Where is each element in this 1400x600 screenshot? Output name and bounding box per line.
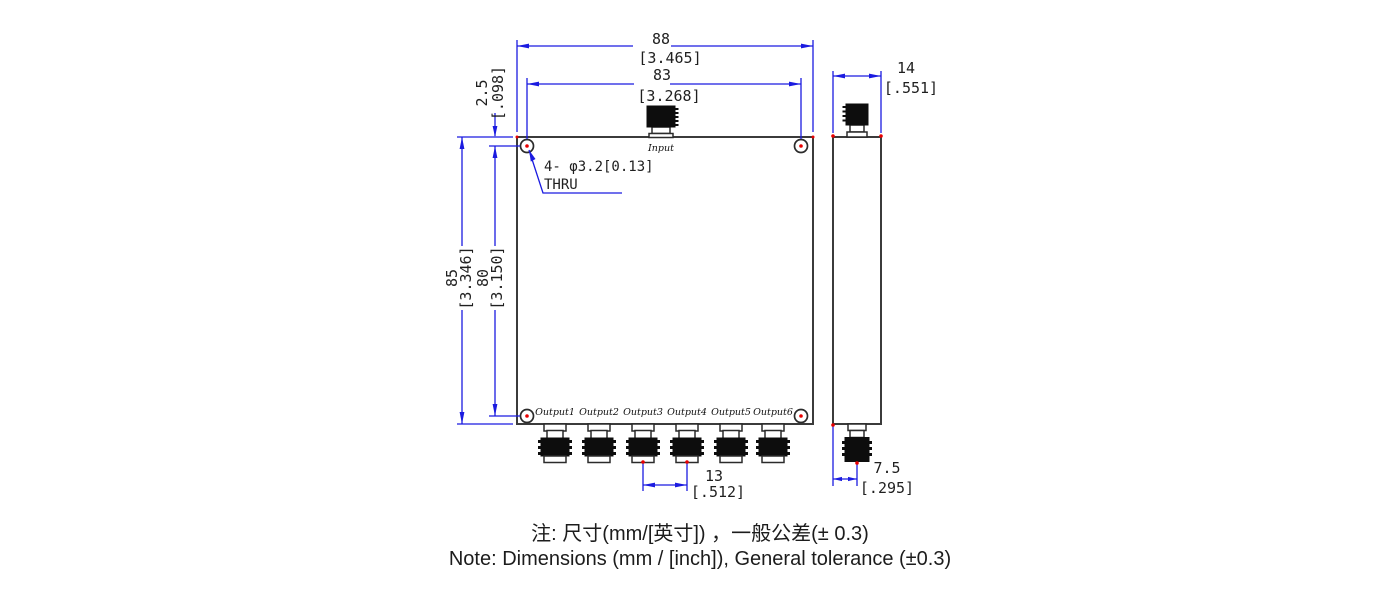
- dim-overall-width: 88 [3.465]: [516, 30, 814, 132]
- output3-label: Output3: [623, 407, 663, 418]
- side-input-connector-icon: [842, 103, 869, 138]
- left-extension-lines: [457, 136, 520, 425]
- dim-offset-mm: 2.5: [473, 79, 491, 106]
- output-connector-5: [714, 423, 748, 464]
- dim-hole-edge-offset: 2.5 [.098]: [473, 66, 507, 137]
- output-connector-6: [756, 423, 790, 464]
- hole-note-line1: 4- φ3.2[0.13]: [544, 159, 654, 175]
- dim-pitch-mm: 13: [705, 467, 723, 485]
- dim-width-inch: [3.465]: [638, 49, 701, 67]
- dim-height-inch: [3.346]: [457, 246, 475, 309]
- output-connectors: [538, 423, 790, 464]
- note-zh: 注: 尺寸(mm/[英寸]) ，一般公差(± 0.3): [531, 522, 869, 545]
- dim-hole-span-y-inch: [3.150]: [488, 246, 506, 309]
- dim-side-offset-inch: [.295]: [860, 479, 914, 497]
- dim-hole-span-x: 83 [3.268]: [526, 66, 802, 139]
- output4-label: Output4: [667, 407, 707, 418]
- dim-body-depth: 14 [.551]: [831, 59, 938, 138]
- hole-note-line2: THRU: [544, 177, 578, 193]
- dim-offset-inch: [.098]: [489, 66, 507, 120]
- output-connector-4: [670, 423, 704, 464]
- side-view: [832, 103, 882, 462]
- side-output-connector-icon: [842, 423, 872, 462]
- dim-hole-span-x-inch: [3.268]: [637, 87, 700, 105]
- dim-depth-mm: 14: [897, 59, 915, 77]
- dim-depth-inch: [.551]: [884, 79, 938, 97]
- output6-label: Output6: [753, 407, 793, 418]
- output2-label: Output2: [579, 407, 619, 418]
- dim-side-port-offset: 7.5 [.295]: [831, 423, 914, 497]
- output5-label: Output5: [711, 407, 751, 418]
- dim-hole-span-y-mm: 80: [474, 269, 492, 287]
- dim-pitch-inch: [.512]: [691, 483, 745, 501]
- note-en: Note: Dimensions (mm / [inch]), General …: [449, 548, 951, 570]
- input-label: Input: [647, 143, 674, 154]
- output-labels: Output1 Output2 Output3 Output4 Output5 …: [535, 407, 793, 418]
- side-body-outline: [832, 136, 882, 425]
- notes: 注: 尺寸(mm/[英寸]) ，一般公差(± 0.3) Note: Dimens…: [449, 522, 951, 570]
- output1-label: Output1: [535, 407, 575, 418]
- front-view: Input: [516, 105, 814, 464]
- dim-side-offset-mm: 7.5: [873, 459, 900, 477]
- reference-marks: [515, 135, 815, 139]
- dim-output-pitch: 13 [.512]: [641, 460, 745, 501]
- output-connector-2: [582, 423, 616, 464]
- input-connector-icon: [646, 105, 679, 139]
- hole-callout: 4- φ3.2[0.13] THRU: [528, 149, 654, 194]
- dim-overall-height: 85 [3.346]: [443, 137, 475, 424]
- output-connector-3: [626, 423, 660, 464]
- mounting-holes: [519, 138, 809, 424]
- dim-hole-span-x-mm: 83: [653, 66, 671, 84]
- front-body-outline: [516, 136, 814, 425]
- output-connector-1: [538, 423, 572, 464]
- dim-width-mm: 88: [652, 30, 670, 48]
- dim-hole-span-y: 80 [3.150]: [474, 146, 506, 416]
- dim-height-mm: 85: [443, 269, 461, 287]
